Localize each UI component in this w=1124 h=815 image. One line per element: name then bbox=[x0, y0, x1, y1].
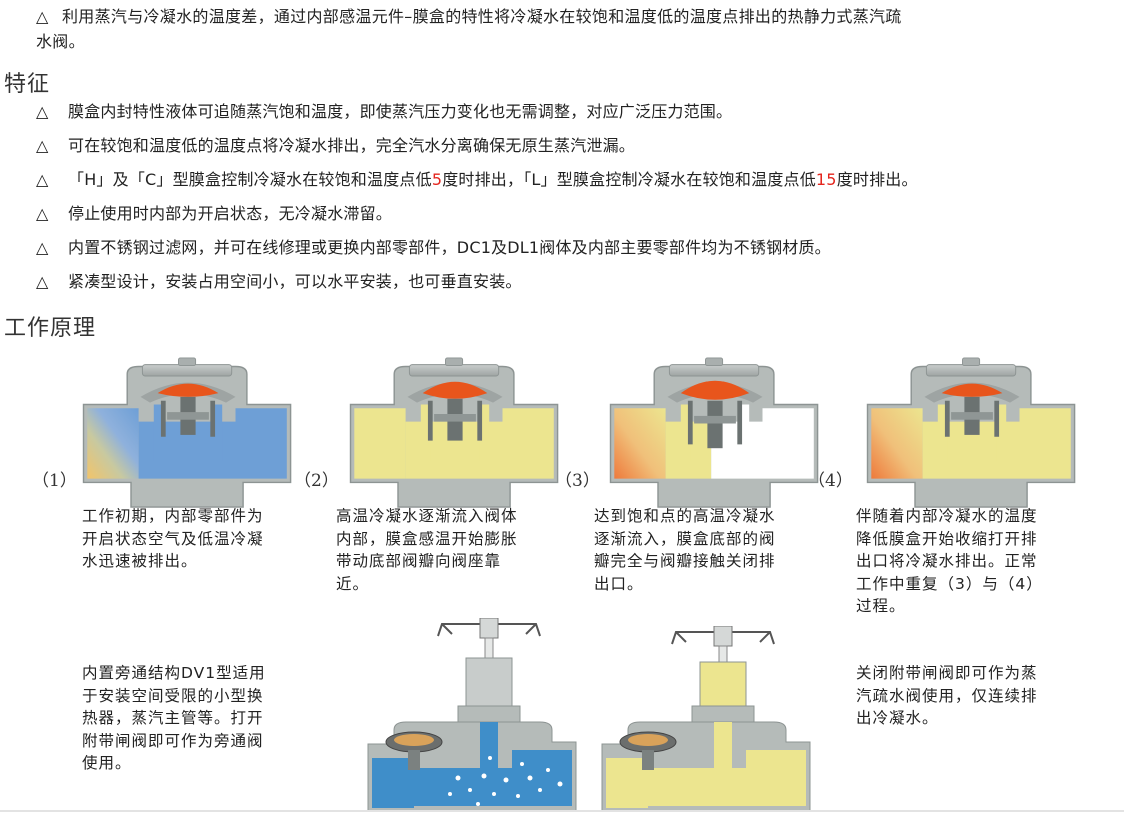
caption-line: 工作中重复（3）与（4） bbox=[856, 574, 1043, 593]
caption-line: 逐渐流入，膜盒底部的阀 bbox=[594, 529, 776, 548]
valve-diagram-step-2 bbox=[349, 357, 559, 508]
caption-line: 内置旁通结构DV1型适用 bbox=[82, 664, 266, 682]
valve-diagram-step-4 bbox=[866, 357, 1076, 508]
caption-line: 于安装空间受限的小型换 bbox=[82, 686, 264, 705]
caption-line: 出口。 bbox=[594, 574, 644, 593]
caption-line: 出冷凝水。 bbox=[856, 709, 939, 727]
feature-item: △ 停止使用时内部为开启状态，无冷凝水滞留。 bbox=[36, 197, 1124, 231]
step-number-3: （3） bbox=[555, 471, 600, 491]
caption-line: 瓣完全与阀瓣接触关闭排 bbox=[594, 552, 776, 570]
triangle-bullet-icon: △ bbox=[36, 102, 49, 121]
triangle-bullet-icon: △ bbox=[36, 170, 49, 189]
bypass-valve-open-diagram bbox=[367, 618, 577, 812]
triangle-bullet-icon: △ bbox=[36, 204, 49, 223]
caption-line: 过程。 bbox=[856, 597, 906, 615]
bypass-caption-right: 关闭附带闸阀即可作为蒸 汽疏水阀使用，仅连续排 出冷凝水。 bbox=[856, 662, 1096, 730]
feature-text: 可在较饱和温度低的温度点将冷凝水排出，完全汽水分离确保无原生蒸汽泄漏。 bbox=[68, 136, 636, 155]
feature-text-part: 「H」及「C」型膜盒控制冷凝水在较饱和温度点低 bbox=[68, 170, 432, 189]
bypass-valve-closed-diagram bbox=[601, 626, 811, 812]
feature-text: 「H」及「C」型膜盒控制冷凝水在较饱和温度点低5度时排出，「L」型膜盒控制冷凝水… bbox=[68, 163, 918, 197]
step-caption-4: 伴随着内部冷凝水的温度 降低膜盒开始收缩打开排 出口将冷凝水排出。正常 工作中重… bbox=[856, 505, 1096, 618]
valve-diagram-step-3 bbox=[609, 357, 819, 508]
step-number-4: （4） bbox=[808, 471, 853, 491]
features-heading: 特征 bbox=[4, 72, 51, 97]
caption-line: 内部，膜盒感温开始膨胀 bbox=[336, 529, 518, 548]
caption-line: 达到饱和点的高温冷凝水 bbox=[594, 507, 776, 525]
caption-line: 热器，蒸汽主管等。打开 bbox=[82, 709, 264, 727]
step-number-2: （2） bbox=[294, 471, 339, 491]
step-caption-2: 高温冷凝水逐渐流入阀体 内部，膜盒感温开始膨胀 带动底部阀瓣向阀座靠 近。 bbox=[336, 505, 566, 595]
caption-line: 关闭附带闸阀即可作为蒸 bbox=[856, 664, 1038, 682]
principle-heading: 工作原理 bbox=[4, 316, 97, 341]
step-number-1: （1） bbox=[32, 471, 77, 491]
caption-line: 工作初期，内部零部件为 bbox=[82, 507, 264, 525]
caption-line: 水迅速被排出。 bbox=[82, 552, 198, 570]
bottom-divider bbox=[0, 810, 1124, 812]
triangle-bullet-icon: △ bbox=[36, 136, 49, 155]
caption-line: 降低膜盒开始收缩打开排 bbox=[856, 529, 1038, 548]
feature-item: △ 内置不锈钢过滤网，并可在线修理或更换内部零部件，DC1及DL1阀体及内部主要… bbox=[36, 231, 1124, 265]
caption-line: 近。 bbox=[336, 574, 370, 593]
feature-text: 停止使用时内部为开启状态，无冷凝水滞留。 bbox=[68, 204, 393, 223]
temperature-value-red: 5 bbox=[431, 170, 443, 189]
caption-line: 高温冷凝水逐渐流入阀体 bbox=[336, 507, 518, 525]
caption-line: 伴随着内部冷凝水的温度 bbox=[856, 507, 1038, 525]
feature-item: △ 膜盒内封特性液体可追随蒸汽饱和温度，即使蒸汽压力变化也无需调整，对应广泛压力… bbox=[36, 95, 1124, 129]
intro-paragraph: △ 利用蒸汽与冷凝水的温度差，通过内部感温元件–膜盒的特性将冷凝水在较饱和温度低… bbox=[36, 4, 1116, 54]
feature-text: 膜盒内封特性液体可追随蒸汽饱和温度，即使蒸汽压力变化也无需调整，对应广泛压力范围… bbox=[68, 102, 733, 121]
caption-line: 开启状态空气及低温冷凝 bbox=[82, 529, 264, 548]
caption-line: 汽疏水阀使用，仅连续排 bbox=[856, 686, 1038, 705]
intro-line-2: 水阀。 bbox=[36, 32, 85, 51]
triangle-bullet-icon: △ bbox=[36, 238, 49, 257]
caption-line: 附带闸阀即可作为旁通阀 bbox=[82, 731, 264, 750]
caption-line: 使用。 bbox=[82, 754, 132, 772]
valve-diagram-step-1 bbox=[82, 357, 292, 508]
feature-text: 内置不锈钢过滤网，并可在线修理或更换内部零部件，DC1及DL1阀体及内部主要零部… bbox=[68, 238, 831, 257]
feature-text-part: 度时排出，「L」型膜盒控制冷凝水在较饱和温度点低 bbox=[442, 170, 816, 189]
feature-item: △ 紧凑型设计，安装占用空间小，可以水平安装，也可垂直安装。 bbox=[36, 265, 1124, 299]
feature-text: 紧凑型设计，安装占用空间小，可以水平安装，也可垂直安装。 bbox=[68, 272, 522, 291]
bypass-caption-left: 内置旁通结构DV1型适用 于安装空间受限的小型换 热器，蒸汽主管等。打开 附带闸… bbox=[82, 662, 322, 775]
step-caption-3: 达到饱和点的高温冷凝水 逐渐流入，膜盒底部的阀 瓣完全与阀瓣接触关闭排 出口。 bbox=[594, 505, 824, 595]
caption-line: 出口将冷凝水排出。正常 bbox=[856, 552, 1038, 570]
triangle-bullet-icon: △ bbox=[36, 7, 49, 26]
step-caption-1: 工作初期，内部零部件为 开启状态空气及低温冷凝 水迅速被排出。 bbox=[82, 505, 312, 573]
intro-line-1: 利用蒸汽与冷凝水的温度差，通过内部感温元件–膜盒的特性将冷凝水在较饱和温度低的温… bbox=[62, 7, 902, 26]
caption-line: 带动底部阀瓣向阀座靠 bbox=[336, 552, 502, 570]
features-list: △ 膜盒内封特性液体可追随蒸汽饱和温度，即使蒸汽压力变化也无需调整，对应广泛压力… bbox=[36, 95, 1124, 299]
feature-item: △ 可在较饱和温度低的温度点将冷凝水排出，完全汽水分离确保无原生蒸汽泄漏。 bbox=[36, 129, 1124, 163]
feature-item: △ 「H」及「C」型膜盒控制冷凝水在较饱和温度点低5度时排出，「L」型膜盒控制冷… bbox=[36, 163, 1124, 197]
feature-text-part: 度时排出。 bbox=[836, 170, 918, 189]
triangle-bullet-icon: △ bbox=[36, 272, 49, 291]
temperature-value-red: 15 bbox=[815, 170, 837, 189]
